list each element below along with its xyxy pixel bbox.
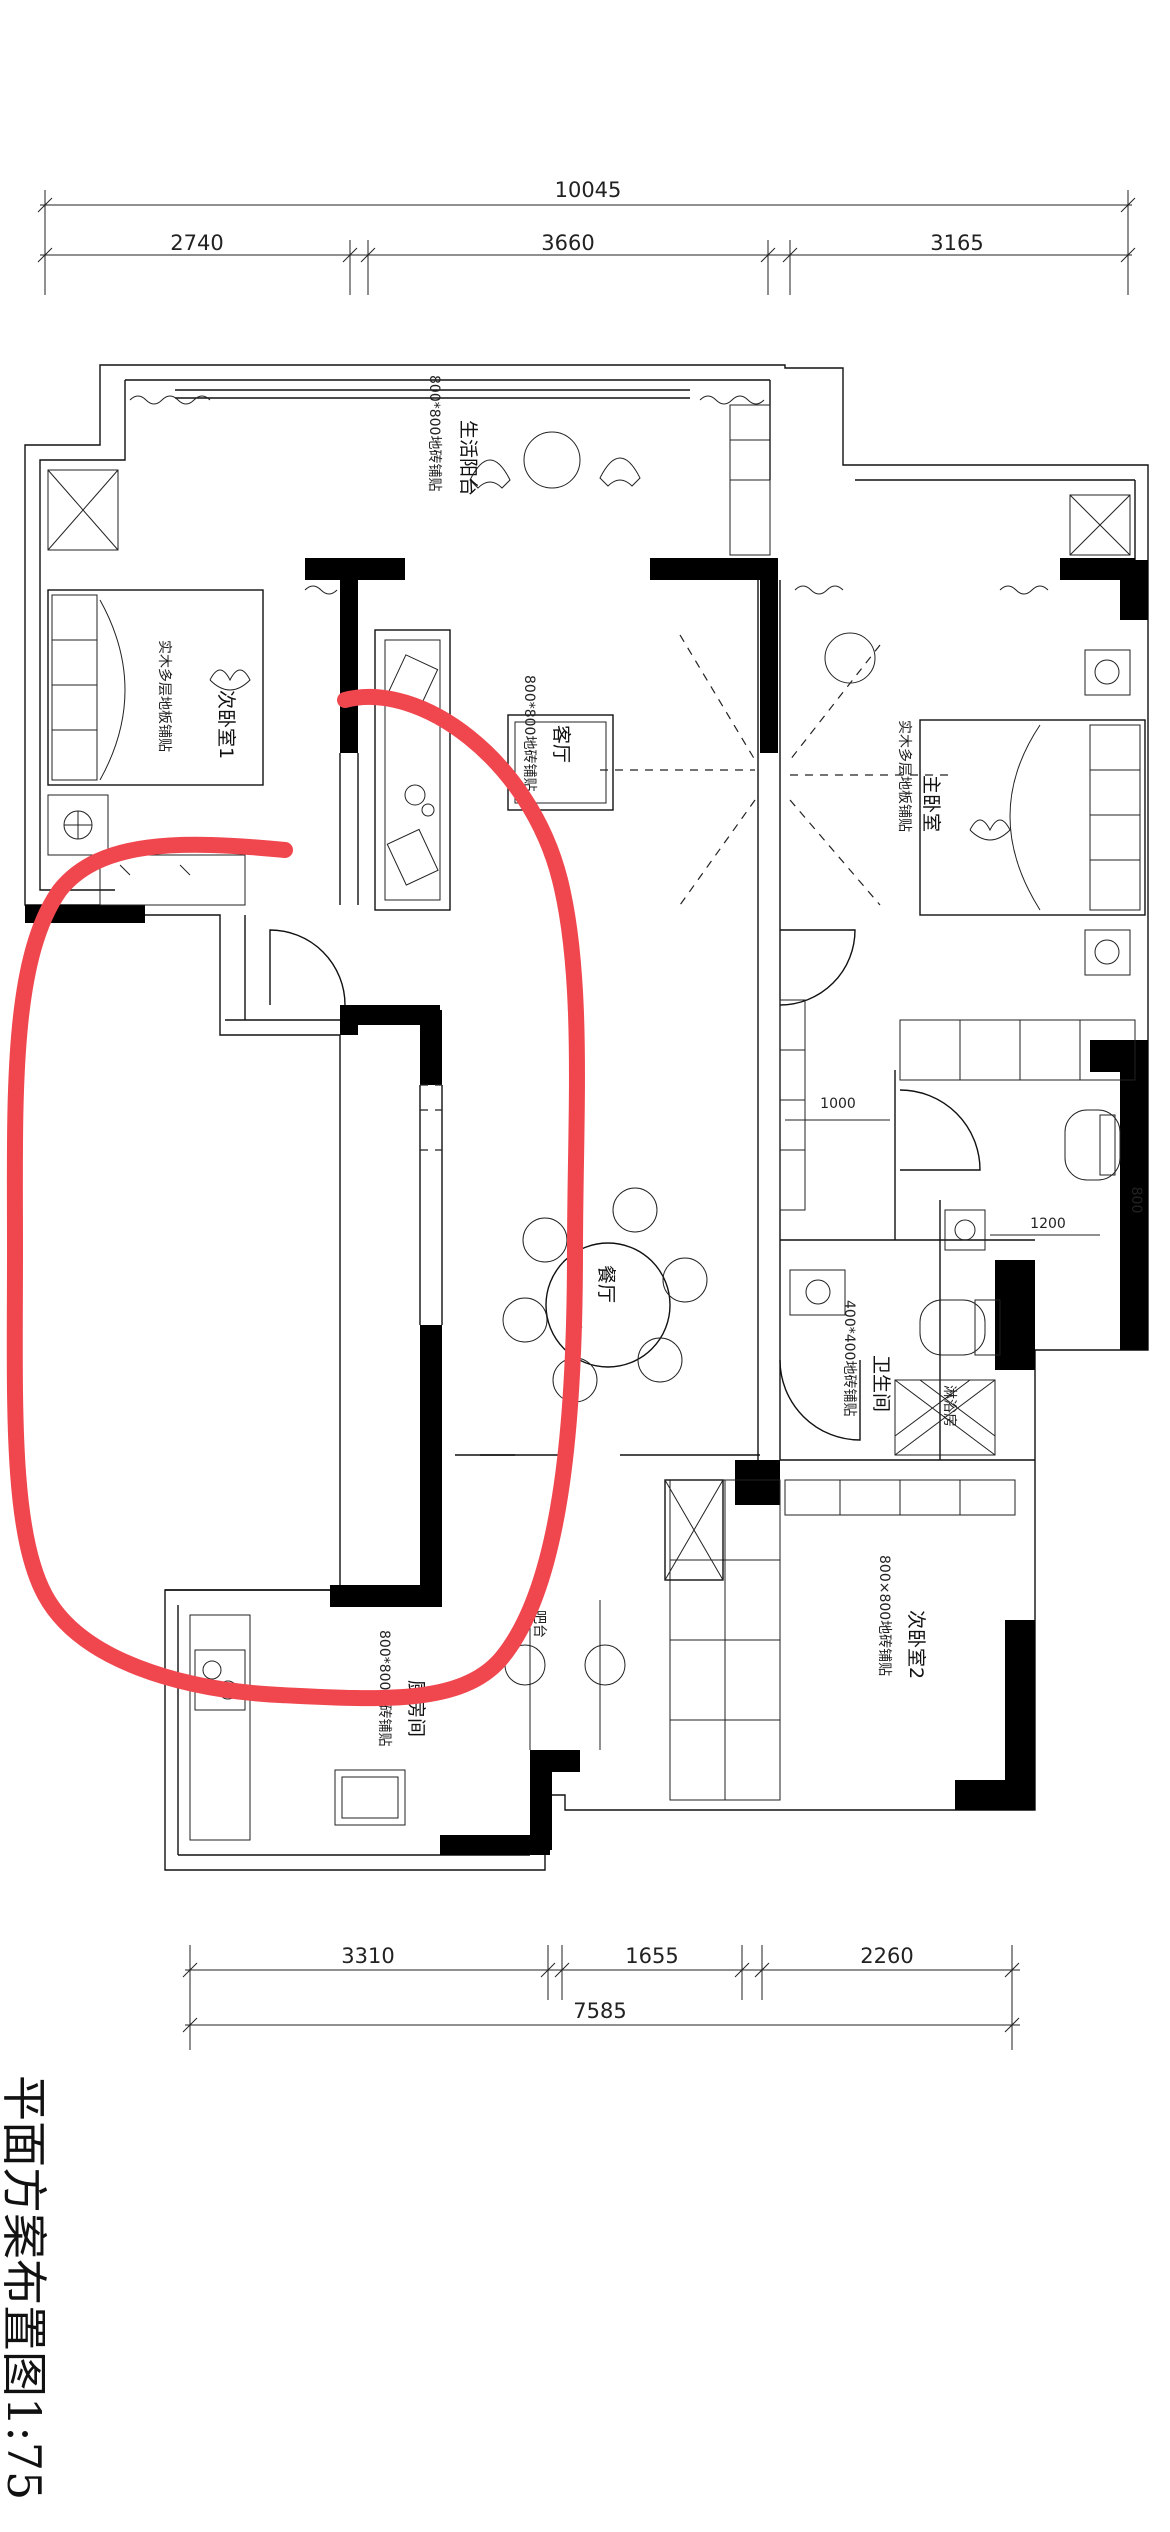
label-shower: 淋浴房 (941, 1385, 957, 1427)
dim-top-seg-1: 2740 (170, 231, 223, 255)
label-kitchen-floor: 800*800地砖铺贴 (376, 1630, 392, 1746)
bottom-dimensions: 3310 1655 2260 7585 (182, 1944, 1020, 2050)
label-bathroom: 卫生间 (870, 1355, 892, 1412)
bed-secondary-1 (47, 589, 264, 906)
dim-bottom-seg-3: 2260 (860, 1944, 913, 1968)
bed-master (824, 632, 1146, 1081)
label-balcony-floor: 800*800地砖铺贴 (426, 375, 442, 491)
dim-top-seg-3: 3165 (930, 231, 983, 255)
label-master: 主卧室 (920, 775, 942, 832)
dim-top-seg-2: 3660 (541, 231, 594, 255)
dim-inner-1000: 1000 (820, 1096, 856, 1112)
dim-top-total: 10045 (555, 178, 622, 202)
top-dimensions: 10045 2740 3660 3165 (37, 178, 1136, 295)
dim-inner-800: 800 (1128, 1187, 1144, 1214)
label-balcony: 生活阳台 (457, 420, 479, 496)
walls-solid (25, 558, 1148, 1855)
inner-dimensions: 1000 1200 800 (785, 1096, 1144, 1236)
balcony-furniture (47, 404, 1131, 556)
label-secondary-2-floor: 800×800地砖铺贴 (876, 1555, 892, 1676)
label-bathroom-floor: 400*400地砖铺贴 (841, 1300, 857, 1416)
red-annotation-circle (6, 688, 585, 1707)
dim-inner-1200: 1200 (1030, 1216, 1066, 1232)
dim-bottom-total: 7585 (573, 1999, 626, 2023)
label-secondary-2: 次卧室2 (905, 1610, 927, 1679)
label-living-floor: 800*800地砖铺贴 (521, 675, 537, 791)
interior-partitions (165, 580, 1035, 1591)
dining-set (502, 1187, 708, 1403)
balcony-rail (129, 389, 1049, 595)
label-living: 客厅 (550, 725, 572, 763)
dim-bottom-seg-1: 3310 (341, 1944, 394, 1968)
sofa (374, 629, 614, 911)
room-labels: 生活阳台 800*800地砖铺贴 次卧室1 实木多层地板铺贴 客厅 800*80… (156, 375, 957, 1746)
label-master-floor: 实木多层地板铺贴 (896, 720, 913, 832)
doors (269, 929, 981, 1456)
storage-cabinets (664, 1479, 1016, 1801)
bathroom-fixtures (779, 999, 1121, 1456)
label-dining: 餐厅 (595, 1265, 617, 1303)
label-secondary-1: 次卧室1 (215, 690, 237, 759)
drawing-title: 平面方案布置图1:75 (0, 2075, 51, 2500)
label-secondary-1-floor: 实木多层地板铺贴 (156, 640, 173, 752)
walls-outline (24, 364, 1149, 1871)
window-dashes (600, 634, 950, 906)
dim-bottom-seg-2: 1655 (625, 1944, 678, 1968)
